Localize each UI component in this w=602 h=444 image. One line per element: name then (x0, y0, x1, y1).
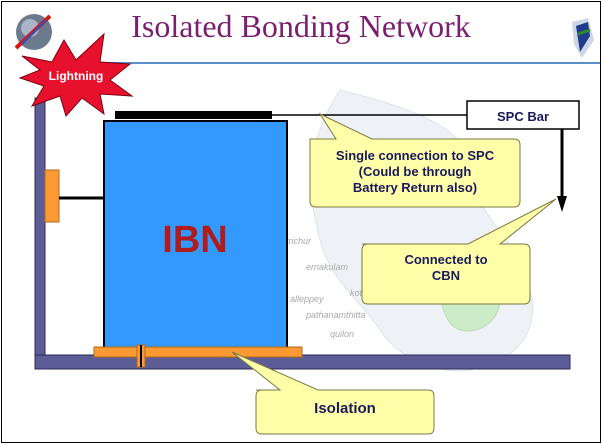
callout-line: (Could be through (358, 164, 472, 179)
slide-title: Isolated Bonding Network (131, 8, 471, 44)
ibn-label: IBN (162, 219, 227, 261)
callout-isolation-text: Isolation (256, 401, 434, 417)
map-label-alleppey: alleppey (290, 294, 324, 304)
callout-line: Battery Return also) (352, 180, 478, 195)
callout-line: Isolation (314, 400, 376, 417)
spc-bar-box (466, 100, 580, 130)
callout-line: Single connection to SPC (335, 148, 495, 163)
map-label-pathanamthitta: pathanamthitta (305, 310, 366, 320)
ibn-top-bar (115, 111, 272, 119)
map-label-trichur: trichur (286, 236, 312, 246)
callout-single-connection (309, 112, 521, 208)
title-underline (60, 62, 600, 64)
ibn-box (103, 120, 288, 350)
lightning-burst-icon (18, 32, 134, 118)
callout-line: CBN (431, 268, 461, 283)
callout-isolation (231, 351, 435, 435)
map-label-quilon: quilon (330, 329, 354, 339)
side-insulator (44, 169, 60, 223)
lightning-label: Lightning (49, 69, 104, 83)
callout-line: Connected to (404, 252, 488, 267)
callout-connected-cbn (361, 198, 557, 305)
callout-single-connection-text: Single connection to SPC (Could be throu… (310, 148, 520, 196)
emblem-icon (572, 18, 594, 58)
down-arrow-icon (557, 196, 567, 212)
logo-icon (14, 14, 52, 50)
callout-connected-cbn-text: Connected to CBN (362, 252, 530, 284)
spc-bar-label: SPC Bar (497, 109, 549, 124)
vertical-ground-bar (34, 97, 46, 365)
map-label-ernakulam: ernakulam (306, 262, 349, 272)
isolation-pad (93, 346, 303, 358)
